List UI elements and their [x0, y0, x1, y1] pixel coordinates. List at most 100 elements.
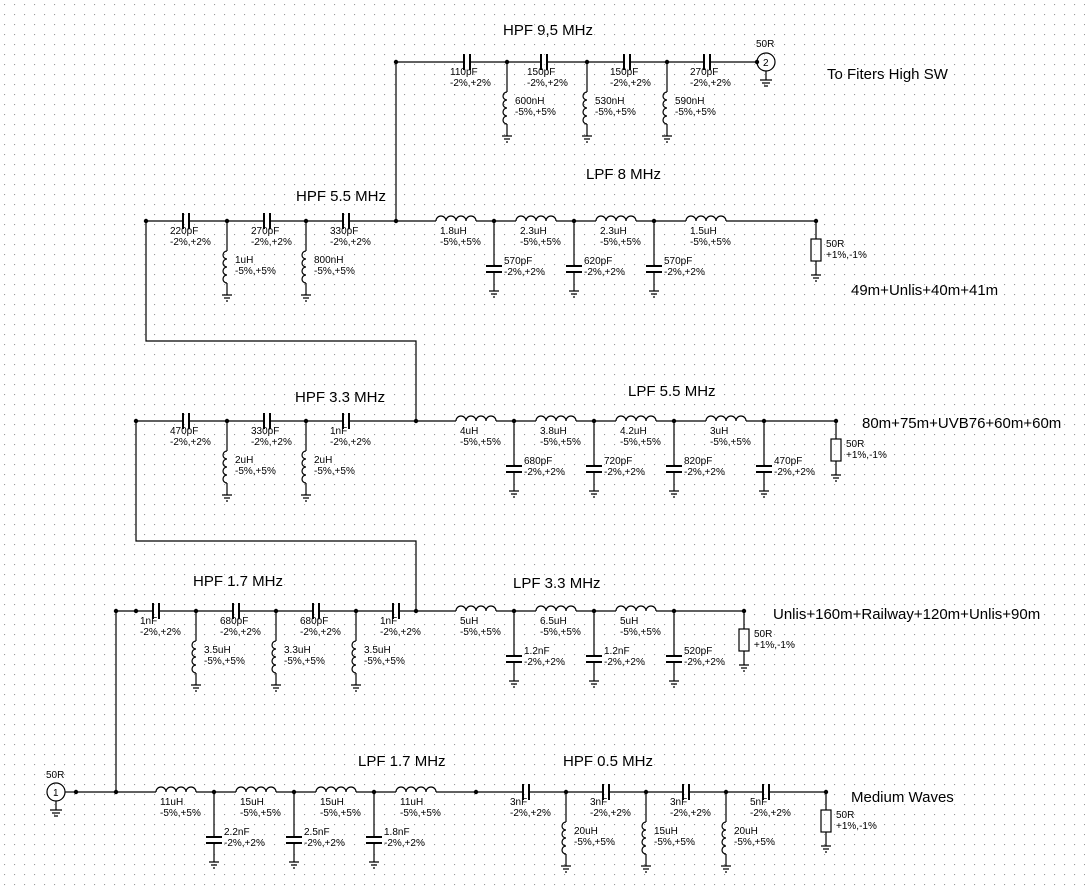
- inductor-coil: [301, 450, 307, 484]
- capacitor-value: 150pF: [610, 67, 638, 78]
- inductor-value: 3.3uH: [284, 645, 311, 656]
- inductor-tolerance: -5%,+5%: [710, 437, 751, 448]
- capacitor-value: 1.2nF: [604, 646, 630, 657]
- junction-dot: [491, 218, 497, 224]
- inductor-coil: [301, 250, 307, 284]
- title-hpf-1-7: HPF 1.7 MHz: [193, 573, 283, 590]
- inductor-coil: [615, 415, 657, 422]
- ground-symbol: [222, 491, 232, 502]
- inductor-coil: [582, 91, 588, 125]
- capacitor-value: 3nF: [510, 797, 527, 808]
- ground-symbol: [760, 71, 772, 87]
- ground-symbol: [502, 132, 512, 143]
- capacitor-value: 1nF: [140, 616, 157, 627]
- junction-dot: [671, 418, 677, 424]
- capacitor-value: 720pF: [604, 456, 632, 467]
- junction-dot: [741, 608, 747, 614]
- inductor-coil: [685, 215, 727, 222]
- ground-symbol: [561, 862, 571, 873]
- inductor-tolerance: -5%,+5%: [620, 437, 661, 448]
- inductor-value: 5uH: [620, 616, 638, 627]
- inductor-value: 1.5uH: [690, 226, 717, 237]
- junction-dot: [584, 59, 590, 65]
- ground-symbol: [831, 471, 841, 482]
- inductor-coil: [315, 786, 357, 793]
- capacitor-value: 270pF: [251, 226, 279, 237]
- ground-symbol: [721, 862, 731, 873]
- capacitor-value: 680pF: [300, 616, 328, 627]
- port-input: 50R 1: [46, 770, 76, 817]
- ground-symbol: [50, 801, 62, 817]
- capacitor-tolerance: -2%,+2%: [170, 237, 211, 248]
- inductor-value: 2.3uH: [600, 226, 627, 237]
- inductor-coil: [535, 605, 577, 612]
- band-label-49m: 49m+Unlis+40m+41m: [851, 282, 998, 299]
- inductor-coil: [222, 450, 228, 484]
- resistor-tolerance: +1%,-1%: [846, 450, 887, 461]
- inductor-value: 20uH: [734, 826, 758, 837]
- title-lpf-5-5: LPF 5.5 MHz: [628, 383, 716, 400]
- junction-dot: [393, 59, 399, 65]
- inductor-coil: [455, 605, 497, 612]
- ground-symbol: [811, 271, 821, 282]
- ground-symbol: [301, 291, 311, 302]
- capacitor-tolerance: -2%,+2%: [664, 267, 705, 278]
- capacitor-value: 2.2nF: [224, 827, 250, 838]
- junction-dot: [133, 608, 139, 614]
- resistor-value: 50R: [846, 439, 864, 450]
- capacitor-tolerance: -2%,+2%: [510, 808, 551, 819]
- capacitor-tolerance: -2%,+2%: [170, 437, 211, 448]
- capacitor-value: 150pF: [527, 67, 555, 78]
- inductor-tolerance: -5%,+5%: [574, 837, 615, 848]
- capacitor-tolerance: -2%,+2%: [524, 657, 565, 668]
- title-hpf-9-5: HPF 9,5 MHz: [503, 22, 593, 39]
- capacitor-value: 110pF: [450, 67, 478, 78]
- ground-symbol: [662, 132, 672, 143]
- band-label-160m: Unlis+160m+Railway+120m+Unlis+90m: [773, 606, 1040, 623]
- ground-symbol: [489, 287, 499, 298]
- ground-symbol: [509, 487, 519, 498]
- ground-symbol: [369, 858, 379, 869]
- inductor-tolerance: -5%,+5%: [460, 627, 501, 638]
- junction-dot: [664, 59, 670, 65]
- inductor-coil: [561, 821, 567, 855]
- inductor-value: 1uH: [235, 255, 253, 266]
- port-input-name: 50R: [46, 770, 64, 781]
- junction-dot: [353, 608, 359, 614]
- capacitor-value: 270pF: [690, 67, 718, 78]
- ground-symbol: [209, 858, 219, 869]
- capacitor-tolerance: -2%,+2%: [304, 838, 345, 849]
- inductor-value: 15uH: [240, 797, 264, 808]
- inductor-coil: [721, 821, 727, 855]
- junction-dot: [511, 608, 517, 614]
- capacitor-tolerance: -2%,+2%: [590, 808, 631, 819]
- capacitor-tolerance: -2%,+2%: [610, 78, 651, 89]
- capacitor-value: 570pF: [664, 256, 692, 267]
- inductor-coil: [705, 415, 747, 422]
- ground-symbol: [669, 487, 679, 498]
- junction-dot: [833, 418, 839, 424]
- ground-symbol: [191, 681, 201, 692]
- inductor-tolerance: -5%,+5%: [540, 437, 581, 448]
- junction-dot: [651, 218, 657, 224]
- port-input-number: 1: [53, 788, 59, 799]
- capacitor-value: 330pF: [251, 426, 279, 437]
- inductor-coil: [351, 640, 357, 674]
- ground-symbol: [509, 677, 519, 688]
- inductor-value: 6.5uH: [540, 616, 567, 627]
- ground-symbol: [271, 681, 281, 692]
- capacitor-value: 520pF: [684, 646, 712, 657]
- capacitor-value: 5nF: [750, 797, 767, 808]
- capacitor-tolerance: -2%,+2%: [750, 808, 791, 819]
- junction-dot: [303, 218, 309, 224]
- capacitor-value: 620pF: [584, 256, 612, 267]
- title-lpf-1-7: LPF 1.7 MHz: [358, 753, 446, 770]
- inductor-value: 800nH: [314, 255, 343, 266]
- capacitor-tolerance: -2%,+2%: [140, 627, 181, 638]
- capacitor-tolerance: -2%,+2%: [450, 78, 491, 89]
- inductor-coil: [535, 415, 577, 422]
- resistor-value: 50R: [754, 629, 772, 640]
- ground-symbol: [582, 132, 592, 143]
- inductor-tolerance: -5%,+5%: [675, 107, 716, 118]
